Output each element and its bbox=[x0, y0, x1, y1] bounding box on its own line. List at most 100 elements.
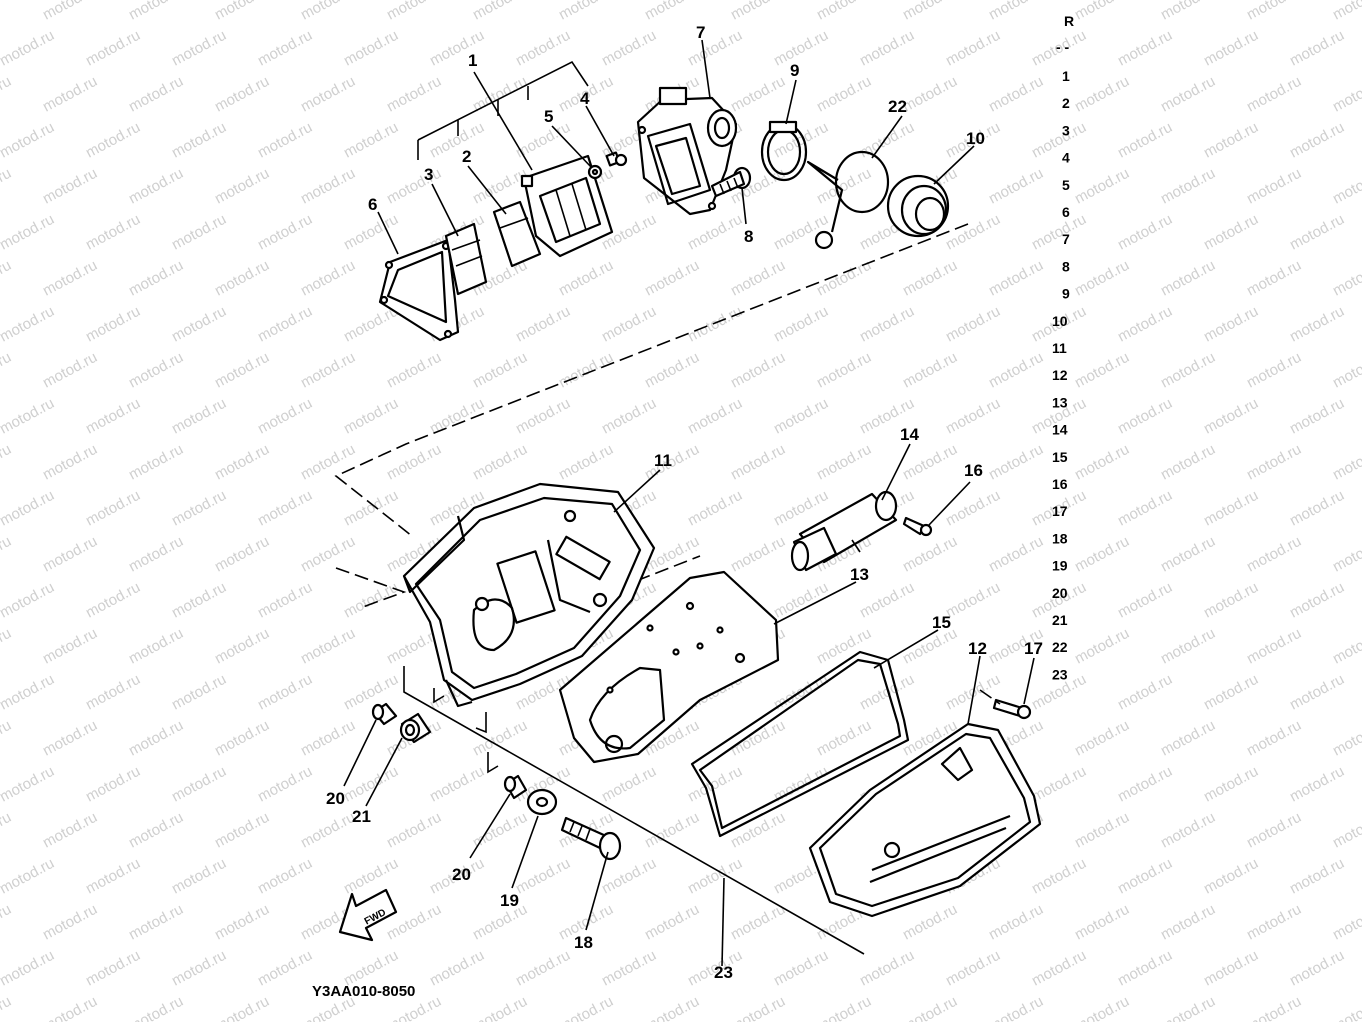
watermark-text: motod.ru bbox=[1201, 487, 1261, 530]
callout-12: 12 bbox=[968, 639, 987, 658]
watermark-text: motod.ru bbox=[0, 441, 14, 484]
watermark-text: motod.ru bbox=[1158, 73, 1218, 116]
watermark-text: motod.ru bbox=[212, 165, 272, 208]
ref-number-19: 19 bbox=[1052, 558, 1068, 574]
watermark-text: motod.ru bbox=[0, 809, 14, 852]
watermark-text: motod.ru bbox=[1072, 257, 1132, 300]
watermark-text: motod.ru bbox=[1244, 0, 1304, 24]
ref-number-10: 10 bbox=[1052, 313, 1068, 329]
watermark-text: motod.ru bbox=[298, 809, 358, 852]
air-cleaner-case-part-11 bbox=[402, 482, 656, 708]
watermark-text: motod.ru bbox=[212, 625, 272, 668]
watermark-text: motod.ru bbox=[1201, 27, 1261, 70]
watermark-text: motod.ru bbox=[1330, 349, 1362, 392]
watermark-text: motod.ru bbox=[986, 73, 1046, 116]
watermark-text: motod.ru bbox=[685, 855, 745, 898]
watermark-text: motod.ru bbox=[40, 0, 100, 24]
watermark-text: motod.ru bbox=[814, 349, 874, 392]
watermark-text: motod.ru bbox=[212, 0, 272, 24]
watermark-text: motod.ru bbox=[1072, 0, 1132, 24]
watermark-text: motod.ru bbox=[0, 257, 14, 300]
watermark-text: motod.ru bbox=[1072, 349, 1132, 392]
watermark-text: motod.ru bbox=[341, 855, 401, 898]
watermark-text: motod.ru bbox=[83, 579, 143, 622]
watermark-text: motod.ru bbox=[255, 855, 315, 898]
watermark-text: motod.ru bbox=[599, 27, 659, 70]
watermark-text: motod.ru bbox=[169, 119, 229, 162]
watermark-text: motod.ru bbox=[728, 809, 788, 852]
watermark-text: motod.ru bbox=[212, 349, 272, 392]
watermark-text: motod.ru bbox=[255, 211, 315, 254]
watermark-text: motod.ru bbox=[685, 487, 745, 530]
ref-number-1: 1 bbox=[1062, 68, 1070, 84]
watermark-text: motod.ru bbox=[1029, 211, 1089, 254]
watermark-text: motod.ru bbox=[212, 901, 272, 944]
watermark-text: motod.ru bbox=[83, 947, 143, 990]
watermark-text: motod.ru bbox=[126, 993, 186, 1022]
watermark-text: motod.ru bbox=[1072, 73, 1132, 116]
watermark-text: motod.ru bbox=[1115, 119, 1175, 162]
ref-number-15: 15 bbox=[1052, 449, 1068, 465]
watermark-text: motod.ru bbox=[83, 487, 143, 530]
watermark-text: motod.ru bbox=[1115, 27, 1175, 70]
watermark-text: motod.ru bbox=[1115, 671, 1175, 714]
watermark-text: motod.ru bbox=[1287, 395, 1347, 438]
watermark-text: motod.ru bbox=[1201, 211, 1261, 254]
watermark-text: motod.ru bbox=[556, 993, 616, 1022]
watermark-text: motod.ru bbox=[341, 763, 401, 806]
watermark-text: motod.ru bbox=[728, 901, 788, 944]
watermark-text: motod.ru bbox=[728, 717, 788, 760]
callout-5: 5 bbox=[544, 107, 553, 126]
watermark-text: motod.ru bbox=[513, 395, 573, 438]
watermark-text: motod.ru bbox=[40, 441, 100, 484]
watermark-text: motod.ru bbox=[40, 993, 100, 1022]
watermark-text: motod.ru bbox=[814, 441, 874, 484]
screw-part-5 bbox=[587, 164, 603, 180]
watermark-text: motod.ru bbox=[986, 0, 1046, 24]
watermark-text: motod.ru bbox=[470, 717, 530, 760]
watermark-text: motod.ru bbox=[341, 27, 401, 70]
ref-number-11: 11 bbox=[1052, 340, 1067, 356]
watermark-text: motod.ru bbox=[900, 0, 960, 24]
callout-10: 10 bbox=[966, 129, 985, 148]
watermark-text: motod.ru bbox=[814, 73, 874, 116]
watermark-text: motod.ru bbox=[599, 303, 659, 346]
watermark-text: motod.ru bbox=[83, 855, 143, 898]
watermark-text: motod.ru bbox=[1158, 993, 1218, 1022]
watermark-text: motod.ru bbox=[1158, 349, 1218, 392]
ref-number-20: 20 bbox=[1052, 585, 1068, 601]
watermark-text: motod.ru bbox=[943, 395, 1003, 438]
watermark-text: motod.ru bbox=[1201, 579, 1261, 622]
watermark-text: motod.ru bbox=[1158, 901, 1218, 944]
diagram-code: Y3AA010-8050 bbox=[312, 983, 415, 1000]
watermark-text: motod.ru bbox=[1115, 303, 1175, 346]
watermark-text: motod.ru bbox=[83, 119, 143, 162]
watermark-text: motod.ru bbox=[513, 947, 573, 990]
watermark-text: motod.ru bbox=[126, 441, 186, 484]
watermark-text: motod.ru bbox=[126, 349, 186, 392]
collar-part-20a bbox=[371, 702, 398, 726]
watermark-text: motod.ru bbox=[1244, 809, 1304, 852]
watermark-text: motod.ru bbox=[642, 441, 702, 484]
leader-lines bbox=[343, 39, 1035, 967]
callout-16: 16 bbox=[964, 461, 983, 480]
watermark-text: motod.ru bbox=[1287, 119, 1347, 162]
watermark-text: motod.ru bbox=[427, 763, 487, 806]
watermark-text: motod.ru bbox=[1287, 579, 1347, 622]
watermark-text: motod.ru bbox=[513, 27, 573, 70]
watermark-text: motod.ru bbox=[1072, 533, 1132, 576]
watermark-text: motod.ru bbox=[1201, 763, 1261, 806]
watermark-text: motod.ru bbox=[0, 395, 57, 438]
watermark-text: motod.ru bbox=[1330, 809, 1362, 852]
watermark-text: motod.ru bbox=[1158, 625, 1218, 668]
watermark-text: motod.ru bbox=[255, 119, 315, 162]
watermark-text: motod.ru bbox=[427, 27, 487, 70]
watermark-text: motod.ru bbox=[1330, 165, 1362, 208]
callout-4: 4 bbox=[580, 89, 590, 108]
watermark-text: motod.ru bbox=[0, 671, 57, 714]
grommet-part-21 bbox=[399, 712, 432, 744]
watermark-text: motod.ru bbox=[212, 717, 272, 760]
watermark-text: motod.ru bbox=[40, 809, 100, 852]
watermark-text: motod.ru bbox=[1158, 0, 1218, 24]
watermark-text: motod.ru bbox=[126, 73, 186, 116]
